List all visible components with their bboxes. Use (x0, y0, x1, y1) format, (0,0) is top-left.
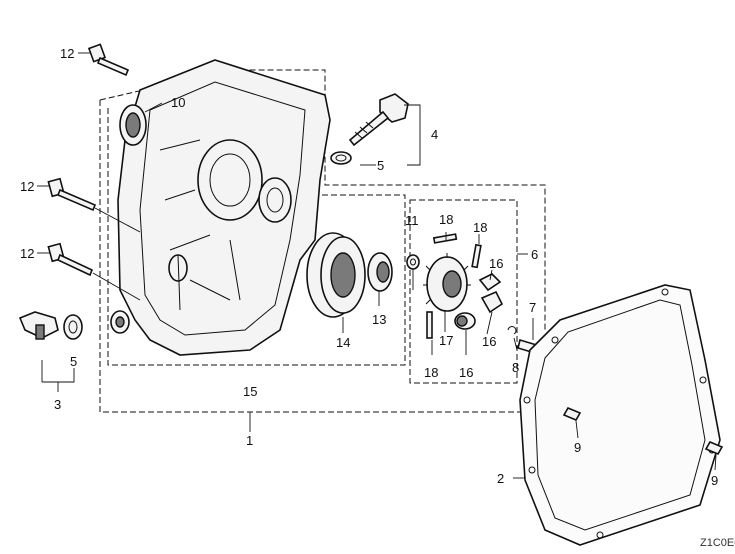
o-ring-gauge (330, 151, 352, 165)
callout-3: 3 (54, 397, 61, 412)
callout-12-middle: 12 (20, 179, 34, 194)
callout-labels: 12 10 4 5 12 11 18 18 6 12 16 7 13 16 17… (20, 46, 735, 549)
callout-16-middle: 16 (482, 334, 496, 349)
governor-pin-upper (432, 233, 458, 244)
dowel-pin-gasket-left (562, 406, 582, 422)
callout-1: 1 (246, 433, 253, 448)
callout-5-gauge: 5 (377, 158, 384, 173)
callout-18-right: 18 (473, 220, 487, 235)
callout-10: 10 (171, 95, 185, 110)
callout-15: 15 (243, 384, 257, 399)
flange-bolt-lower (47, 242, 94, 277)
callout-18-bottom: 18 (424, 365, 438, 380)
cover-gasket (519, 284, 721, 546)
governor-weight-lower (480, 290, 504, 314)
callout-13: 13 (372, 312, 386, 327)
oil-filler-cap (18, 311, 59, 340)
governor-pin-right (471, 243, 482, 269)
ball-bearing-small (367, 252, 393, 292)
callout-8: 8 (512, 360, 519, 375)
callout-9-left: 9 (574, 440, 581, 455)
clip (507, 326, 517, 335)
flange-bolt-top (87, 43, 130, 77)
callout-5-left: 5 (70, 354, 77, 369)
callout-12-lower: 12 (20, 246, 34, 261)
governor-pin-lower (426, 311, 433, 339)
dowel-pin-gasket-right (704, 440, 724, 456)
callout-18-top: 18 (439, 212, 453, 227)
callout-9-right: 9 (711, 473, 718, 488)
oil-level-gauge (348, 93, 409, 147)
governor-gear (423, 253, 471, 312)
governor-weight-upper (478, 273, 502, 292)
callout-7: 7 (529, 300, 536, 315)
leader-lines (37, 52, 717, 479)
callout-2: 2 (497, 471, 504, 486)
callout-11: 11 (405, 213, 419, 228)
callout-17: 17 (439, 333, 453, 348)
assembly-box-15 (107, 108, 406, 366)
governor-slider (454, 312, 476, 330)
ball-bearing-large (306, 232, 366, 318)
crankcase-cover (117, 59, 331, 356)
flange-bolt-middle (47, 177, 97, 212)
thrust-washer (406, 254, 420, 270)
callout-16-bottom: 16 (459, 365, 473, 380)
figure-code: Z1C0E0 (700, 537, 735, 549)
oil-seal-top (119, 104, 147, 146)
callout-14: 14 (336, 335, 350, 350)
oil-seal-lower (110, 310, 130, 334)
assembly-box-6 (409, 199, 518, 384)
callout-12-top: 12 (60, 46, 74, 61)
o-ring-left (63, 314, 83, 340)
callout-16-top: 16 (489, 256, 503, 271)
callout-6: 6 (531, 247, 538, 262)
callout-4: 4 (431, 127, 438, 142)
